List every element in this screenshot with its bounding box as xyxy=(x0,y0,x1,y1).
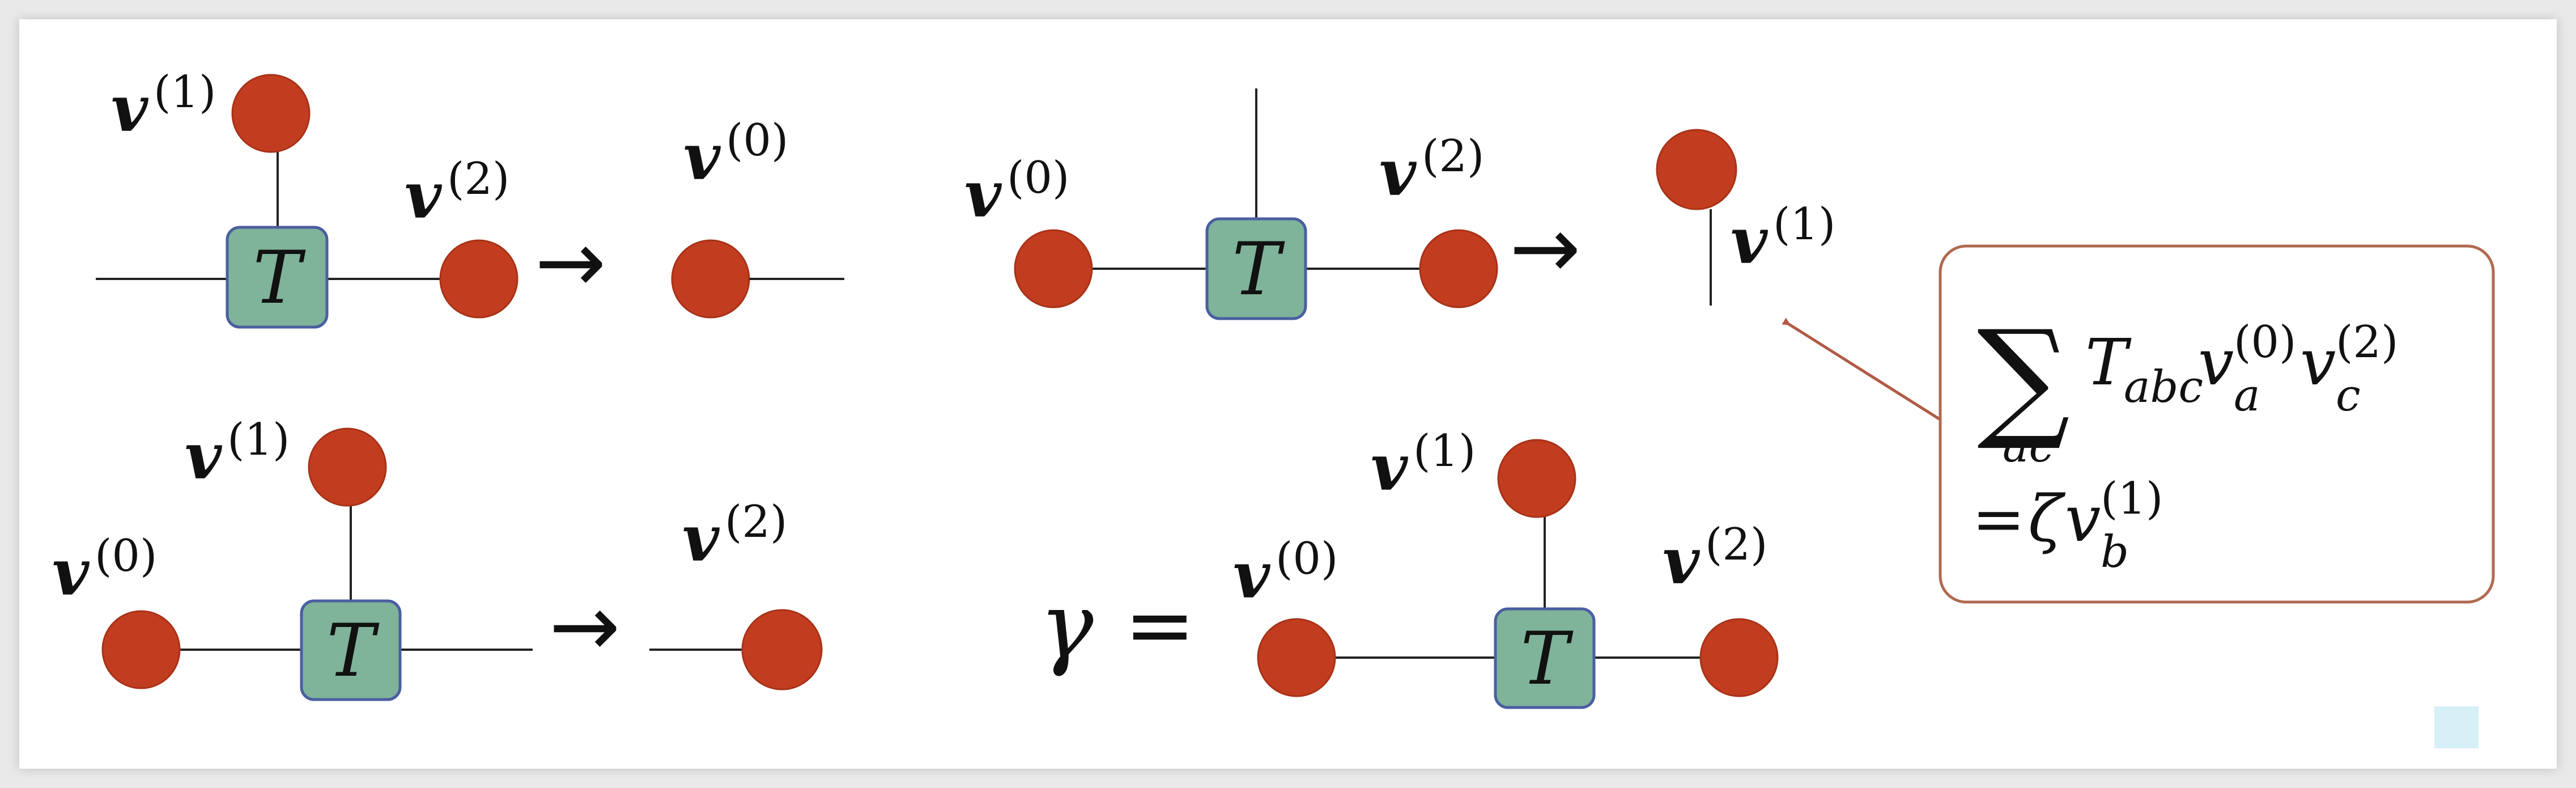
eq-vb: v xyxy=(2065,482,2101,556)
label-v0: v xyxy=(52,536,90,610)
label-v0-superscript: (0) xyxy=(1276,533,1338,584)
eq-T-subscript: abc xyxy=(2124,362,2203,413)
node-v1 xyxy=(1497,439,1576,518)
callout-arrow xyxy=(1782,317,1958,432)
node-v2-result xyxy=(741,609,823,690)
label-v0-superscript: (0) xyxy=(95,531,158,582)
corner-square xyxy=(2434,706,2479,748)
label-v2-result-superscript: (2) xyxy=(725,497,788,548)
eq-vc: v xyxy=(2300,326,2336,400)
label-v1: v xyxy=(111,72,149,146)
tensor-network-diagram: T v (1) v (2) → v (0) T v (0) v (2) → v … xyxy=(52,67,2495,748)
node-v2 xyxy=(439,239,518,319)
diagram-panel: T v (1) v (2) → v (0) T v (0) v (2) → v … xyxy=(19,19,2557,769)
diagram-contract-v1: T v (0) v (2) → v (1) xyxy=(964,88,1836,320)
label-v0-result-superscript: (0) xyxy=(726,115,789,166)
tensor-T xyxy=(1205,217,1307,320)
tensor-label: T xyxy=(253,236,306,320)
node-v2 xyxy=(1419,229,1498,308)
label-v1-result: v xyxy=(1731,204,1769,278)
tensor-label: T xyxy=(1520,617,1574,701)
eq-va-superscript: (0) xyxy=(2234,317,2297,368)
arrow-right: → xyxy=(1510,199,1581,298)
label-v2-superscript: (2) xyxy=(1705,519,1768,570)
label-v2: v xyxy=(405,159,443,233)
eq-va-subscript: a xyxy=(2234,370,2260,421)
label-v0: v xyxy=(1233,539,1271,613)
tensor-label: T xyxy=(326,609,380,693)
equation-callout: ∑ ac T abc v a (0) v c (2) = ζ v b (1) xyxy=(1782,244,2495,604)
label-v1: v xyxy=(185,420,223,494)
tensor-T xyxy=(226,226,329,329)
eq-T: T xyxy=(2085,326,2132,400)
tensor-T xyxy=(1494,607,1596,709)
label-v0: v xyxy=(964,158,1002,232)
tensor-T xyxy=(300,599,402,701)
diagram-contract-v0: T v (1) v (2) → v (0) xyxy=(96,67,844,329)
eq-vc-subscript: c xyxy=(2336,370,2361,421)
label-v2-result: v xyxy=(682,502,720,576)
node-v1-result xyxy=(1656,129,1737,210)
tensor-label: T xyxy=(1232,227,1285,312)
label-v1-superscript: (1) xyxy=(227,414,290,465)
node-v0 xyxy=(1014,229,1093,308)
arrow-right: → xyxy=(535,213,606,312)
label-v0-result: v xyxy=(683,120,721,194)
label-v0-superscript: (0) xyxy=(1007,152,1070,204)
label-v2: v xyxy=(1663,524,1701,599)
label-v1: v xyxy=(1371,431,1409,505)
node-v1 xyxy=(231,74,311,153)
sigma-symbol: ∑ xyxy=(1977,303,2070,454)
eq-vb-superscript: (1) xyxy=(2101,473,2163,524)
diagram-gamma-full-contraction: γ = T v (0) v (1) v (2) xyxy=(1039,426,1779,709)
eq-zeta: ζ xyxy=(2028,482,2066,556)
node-v0-result xyxy=(671,239,750,319)
label-v2-superscript: (2) xyxy=(447,154,510,205)
label-v2: v xyxy=(1379,136,1417,210)
sum-index: ac xyxy=(2003,421,2054,472)
node-v2 xyxy=(1699,618,1779,697)
node-v0 xyxy=(101,610,181,689)
arrow-right: → xyxy=(549,577,620,676)
label-v1-result-superscript: (1) xyxy=(1773,199,1836,250)
node-v1 xyxy=(308,427,387,507)
gamma-symbol: γ xyxy=(1039,573,1094,679)
label-v1-superscript: (1) xyxy=(154,67,216,118)
eq-equals: = xyxy=(1972,482,2025,556)
diagram-contract-v2: T v (0) v (1) → v (2) xyxy=(52,414,823,701)
label-v1-superscript: (1) xyxy=(1413,426,1476,477)
eq-vb-subscript: b xyxy=(2101,527,2129,578)
callout-box xyxy=(1939,244,2495,604)
eq-va: v xyxy=(2198,326,2234,400)
label-v2-superscript: (2) xyxy=(1422,131,1485,182)
node-v0 xyxy=(1257,618,1336,697)
eq-vc-superscript: (2) xyxy=(2336,317,2399,368)
equals-sign: = xyxy=(1124,576,1196,675)
